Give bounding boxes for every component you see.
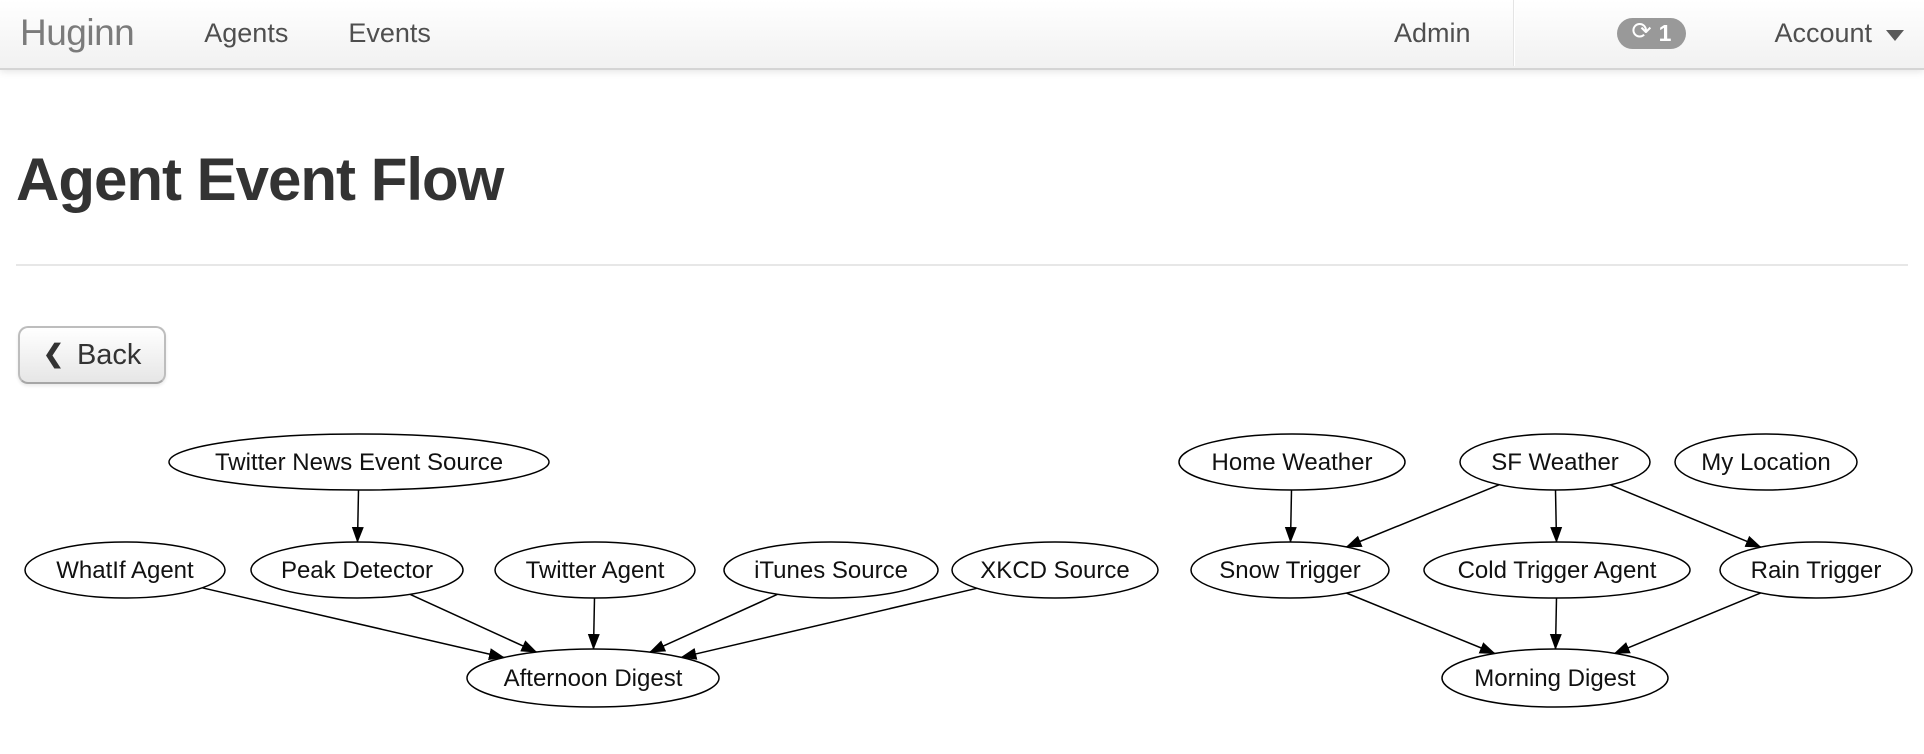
graph-edge-twitter-news-event-source-to-peak-detector bbox=[351, 489, 364, 543]
graph-node-ellipse bbox=[1459, 433, 1651, 491]
graph-node-label: Snow Trigger bbox=[1219, 557, 1360, 584]
graph-edge-sf-weather-to-rain-trigger bbox=[1609, 484, 1762, 548]
refresh-icon: ⟳ bbox=[1631, 18, 1652, 45]
job-count: 1 bbox=[1658, 19, 1672, 46]
graph-node-ellipse bbox=[1719, 541, 1913, 599]
graph-node-ellipse bbox=[466, 648, 720, 708]
graph-node-label: Home Weather bbox=[1212, 449, 1373, 476]
navbar-right: Admin ⟳ 1 Account bbox=[1394, 0, 1904, 66]
graph-edge-sf-weather-to-cold-trigger-agent bbox=[1550, 489, 1563, 543]
graph-node-label: iTunes Source bbox=[754, 557, 908, 584]
graph-node-twitter-news-event-source: Twitter News Event Source bbox=[168, 433, 550, 491]
graph-node-morning-digest: Morning Digest bbox=[1441, 648, 1669, 708]
graph-node-label: XKCD Source bbox=[980, 557, 1129, 584]
back-label: Back bbox=[76, 338, 142, 371]
graph-node-label: Afternoon Digest bbox=[504, 665, 683, 692]
graph-edge-sf-weather-to-snow-trigger bbox=[1345, 484, 1500, 548]
title-divider bbox=[16, 264, 1908, 266]
graph-edge-snow-trigger-to-morning-digest bbox=[1346, 592, 1496, 655]
agent-event-flow-diagram: Twitter News Event Source Home Weather SF … bbox=[0, 420, 1924, 720]
nav-events[interactable]: Events bbox=[348, 17, 431, 48]
graph-node-ellipse bbox=[24, 541, 226, 599]
graph-edge-whatif-agent-to-afternoon-digest bbox=[202, 587, 505, 660]
navbar-divider bbox=[1512, 0, 1515, 66]
graph-node-whatif-agent: WhatIf Agent bbox=[24, 541, 226, 599]
graph-edge-twitter-agent-to-afternoon-digest bbox=[587, 597, 600, 650]
graph-node-label: My Location bbox=[1701, 449, 1830, 476]
graph-node-xkcd-source: XKCD Source bbox=[951, 541, 1159, 599]
graph-edge-xkcd-source-to-afternoon-digest bbox=[680, 587, 978, 660]
account-label: Account bbox=[1774, 17, 1872, 48]
graph-node-ellipse bbox=[723, 541, 939, 599]
graph-node-afternoon-digest: Afternoon Digest bbox=[466, 648, 720, 708]
graph-edge-peak-detector-to-afternoon-digest bbox=[409, 593, 538, 653]
graph-node-ellipse bbox=[494, 541, 696, 599]
graph-edge-rain-trigger-to-morning-digest bbox=[1613, 592, 1761, 655]
graph-edge-itunes-source-to-afternoon-digest bbox=[649, 593, 778, 653]
back-button[interactable]: ❮ Back bbox=[18, 326, 167, 384]
graph-nodes: Twitter News Event Source Home Weather SF … bbox=[24, 433, 1913, 708]
chevron-left-icon: ❮ bbox=[43, 340, 64, 368]
main-content: Agent Event Flow ❮ Back Twitter News Eve… bbox=[0, 150, 1924, 720]
agent-flow-graph: Twitter News Event Source Home Weather SF … bbox=[24, 433, 1913, 708]
graph-node-snow-trigger: Snow Trigger bbox=[1190, 541, 1390, 599]
graph-node-label: WhatIf Agent bbox=[56, 557, 194, 584]
nav-admin[interactable]: Admin bbox=[1394, 17, 1471, 48]
graph-node-label: Rain Trigger bbox=[1751, 557, 1882, 584]
graph-node-itunes-source: iTunes Source bbox=[723, 541, 939, 599]
graph-edges bbox=[202, 484, 1762, 660]
graph-node-ellipse bbox=[1178, 433, 1406, 491]
graph-node-label: SF Weather bbox=[1491, 449, 1619, 476]
graph-node-home-weather: Home Weather bbox=[1178, 433, 1406, 491]
graph-node-peak-detector: Peak Detector bbox=[250, 541, 464, 599]
job-count-badge[interactable]: ⟳ 1 bbox=[1616, 17, 1687, 49]
page-title: Agent Event Flow bbox=[16, 146, 504, 213]
graph-node-label: Twitter News Event Source bbox=[215, 449, 503, 476]
graph-node-ellipse bbox=[1674, 433, 1858, 491]
graph-node-label: Twitter Agent bbox=[526, 557, 665, 584]
graph-node-label: Morning Digest bbox=[1474, 665, 1636, 692]
graph-node-cold-trigger-agent: Cold Trigger Agent bbox=[1423, 541, 1691, 599]
nav-agents[interactable]: Agents bbox=[204, 17, 289, 48]
caret-down-icon bbox=[1886, 30, 1904, 41]
graph-node-rain-trigger: Rain Trigger bbox=[1719, 541, 1913, 599]
brand-link[interactable]: Huginn bbox=[20, 12, 135, 53]
graph-node-ellipse bbox=[1423, 541, 1691, 599]
navbar: Huginn Agents Events Admin ⟳ 1 Account bbox=[0, 0, 1924, 70]
graph-node-ellipse bbox=[1441, 648, 1669, 708]
graph-node-ellipse bbox=[951, 541, 1159, 599]
graph-node-ellipse bbox=[250, 541, 464, 599]
graph-node-ellipse bbox=[168, 433, 550, 491]
graph-node-ellipse bbox=[1190, 541, 1390, 599]
graph-edge-home-weather-to-snow-trigger bbox=[1284, 489, 1297, 543]
graph-node-label: Cold Trigger Agent bbox=[1458, 557, 1657, 584]
graph-node-label: Peak Detector bbox=[281, 557, 433, 584]
graph-node-my-location: My Location bbox=[1674, 433, 1858, 491]
graph-edge-cold-trigger-agent-to-morning-digest bbox=[1549, 597, 1562, 650]
graph-node-sf-weather: SF Weather bbox=[1459, 433, 1651, 491]
account-menu[interactable]: Account bbox=[1774, 18, 1904, 49]
graph-node-twitter-agent: Twitter Agent bbox=[494, 541, 696, 599]
